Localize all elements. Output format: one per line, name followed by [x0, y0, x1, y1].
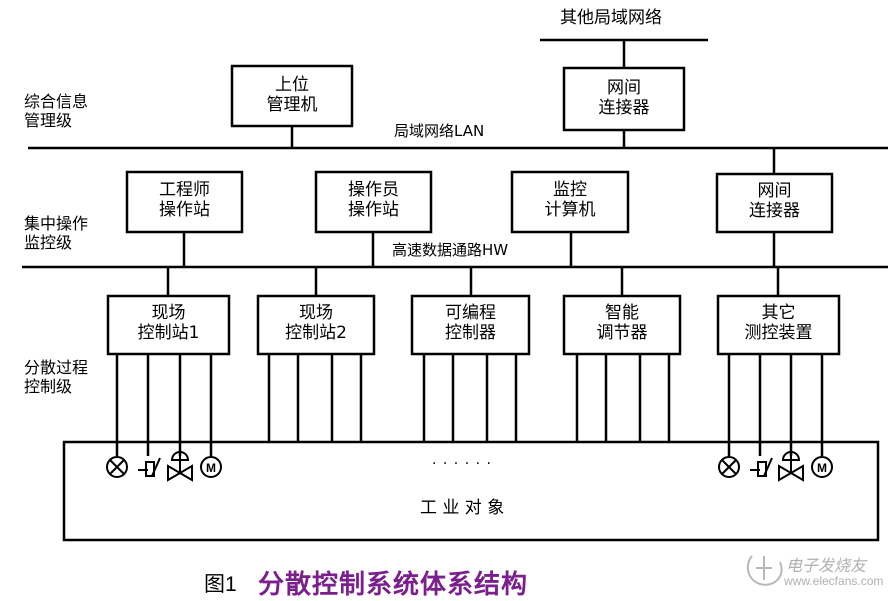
- regulator-line1: 智能: [605, 303, 639, 323]
- svg-text:M: M: [817, 461, 827, 475]
- plant-label: 工 业 对 象: [420, 498, 505, 518]
- station1-line2: 控制站1: [137, 323, 200, 343]
- figure-number: 图1: [204, 573, 237, 596]
- gateway-mid-line1: 网间: [757, 181, 792, 201]
- hw-label: 高速数据通路HW: [392, 241, 509, 259]
- valve-icon: [778, 451, 804, 482]
- valve-icon: [167, 451, 193, 482]
- station2-line1: 现场: [299, 303, 333, 323]
- level-operation-line1: 集中操作: [24, 214, 89, 233]
- transducer-icon: [750, 457, 773, 477]
- level-process-line1: 分散过程: [24, 358, 89, 377]
- sensor-icon: [106, 456, 128, 478]
- level-process-line2: 控制级: [24, 377, 73, 396]
- svg-text:M: M: [206, 461, 216, 475]
- level-management-line1: 综合信息: [24, 92, 89, 111]
- plant-box: [62, 440, 880, 542]
- watermark-name: 电子发烧友: [786, 556, 867, 575]
- plc-line2: 控制器: [445, 323, 496, 343]
- sensor-icon: [718, 456, 740, 478]
- host-box-line1: 上位: [275, 75, 309, 95]
- motor-icon: M: [811, 456, 833, 478]
- other-lan-label: 其他局域网络: [560, 8, 662, 28]
- gateway-top-line2: 连接器: [598, 98, 650, 118]
- level-management-line2: 管理级: [24, 111, 73, 130]
- watermark-logo-icon: [746, 555, 783, 586]
- device-symbols-left: M: [106, 451, 222, 482]
- transducer-icon: [138, 457, 161, 477]
- watermark-url: www.elecfans.com: [784, 574, 884, 588]
- host-box-line2: 管理机: [266, 95, 318, 115]
- operator-box-line2: 操作站: [348, 200, 399, 220]
- engineer-box-line1: 工程师: [159, 180, 210, 200]
- other-line1: 其它: [761, 303, 796, 323]
- station1-line1: 现场: [151, 303, 186, 323]
- plant-ellipsis: · · · · · ·: [432, 456, 492, 472]
- plc-line1: 可编程: [445, 303, 496, 323]
- gateway-top-line1: 网间: [607, 78, 641, 98]
- device-symbols-right: M: [718, 451, 833, 482]
- monitor-box-line2: 计算机: [544, 200, 596, 220]
- engineer-box-line2: 操作站: [159, 200, 210, 220]
- monitor-box-line1: 监控: [553, 180, 587, 200]
- station2-line2: 控制站2: [285, 323, 347, 343]
- operator-box-line1: 操作员: [348, 180, 399, 200]
- gateway-mid-line2: 连接器: [749, 201, 800, 221]
- motor-icon: M: [200, 456, 222, 478]
- other-line2: 测控装置: [744, 323, 813, 343]
- regulator-line2: 调节器: [596, 323, 648, 343]
- figure-title: 分散控制系统体系结构: [258, 570, 529, 600]
- lan-label: 局域网络LAN: [394, 122, 485, 140]
- level-operation-line2: 监控级: [24, 233, 73, 252]
